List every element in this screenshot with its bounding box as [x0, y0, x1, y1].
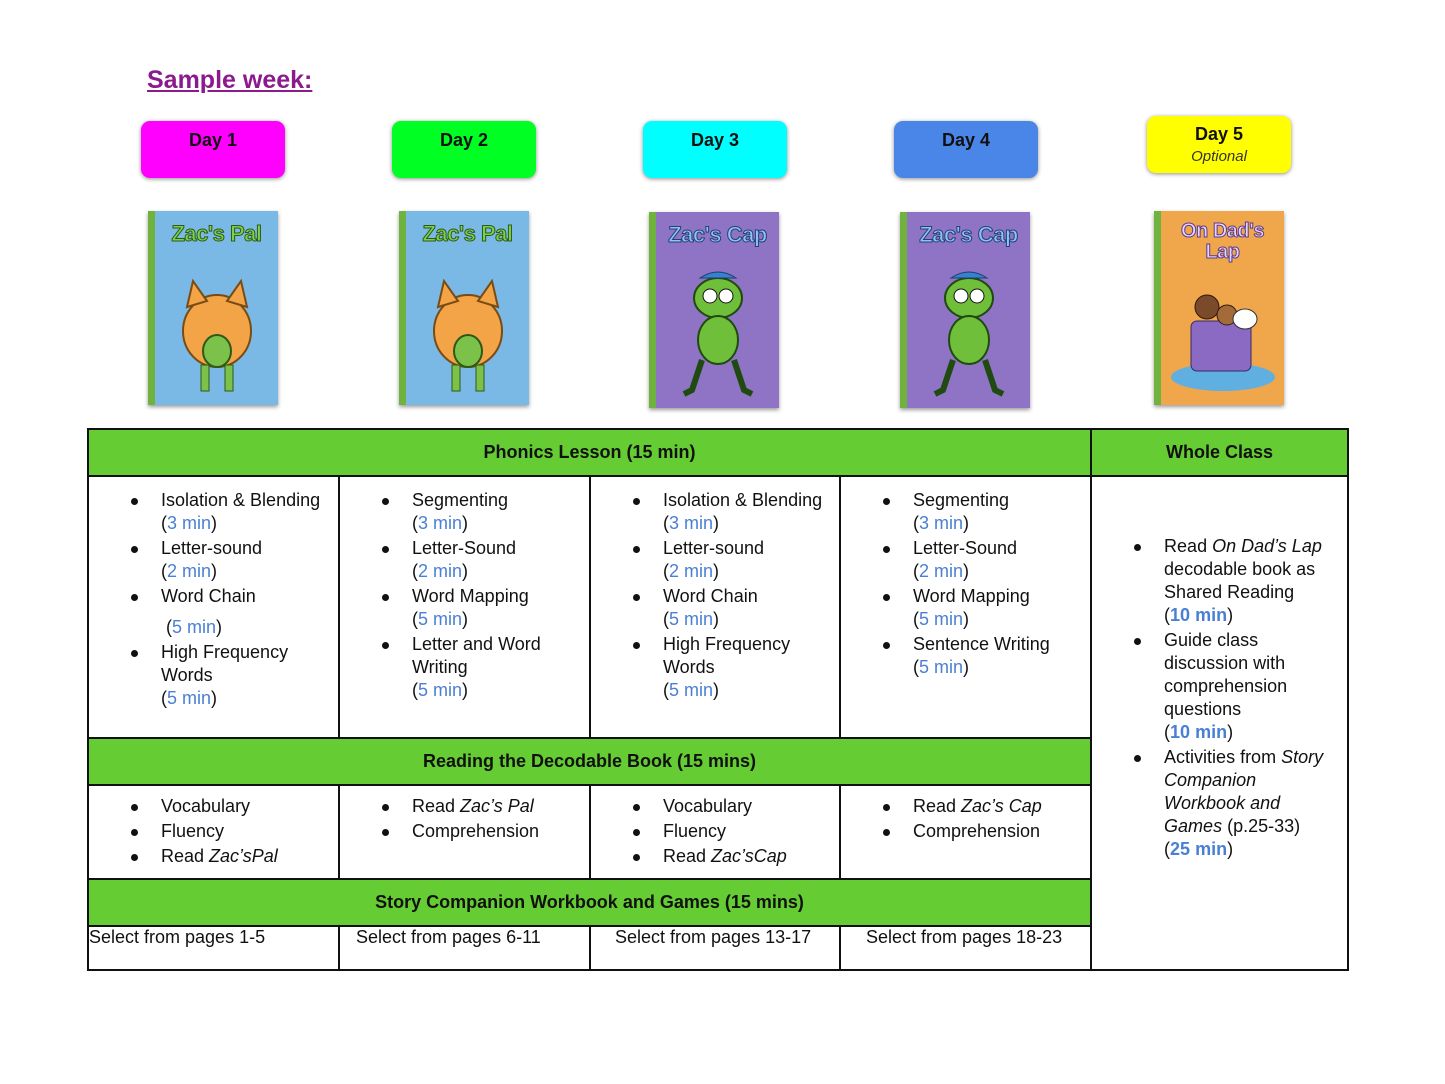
time-label: 2 min — [919, 561, 964, 581]
time-label: 5 min — [669, 680, 714, 700]
time-label: 5 min — [669, 609, 714, 629]
cat-illustration — [182, 278, 252, 392]
book-cover-zacs-pal-2: Zac's Pal — [399, 211, 529, 405]
time-label: 3 min — [167, 513, 212, 533]
list-item: High Frequency Words(5 min) — [633, 633, 829, 702]
list-item: Fluency — [633, 820, 829, 843]
weekly-plan-table: Phonics Lesson (15 min) Whole Class Isol… — [86, 428, 1350, 971]
time-label: 5 min — [919, 657, 964, 677]
reading-day-1-cell: Vocabulary Fluency Read Zac’sPal — [87, 784, 340, 880]
phonics-day-3-list: Isolation & Blending(3 min) Letter-sound… — [591, 477, 839, 712]
list-item: Word Chain(5 min) — [633, 585, 829, 631]
page-heading: Sample week: — [147, 66, 313, 94]
list-item: Vocabulary — [131, 795, 328, 818]
day-5-label: Day 5 — [1194, 124, 1244, 144]
time-label: 10 min — [1170, 722, 1228, 742]
phonics-day-4-list: Segmenting(3 min) Letter-Sound(2 min) Wo… — [841, 477, 1090, 689]
day-1-label: Day 1 — [188, 130, 238, 150]
frog-illustration — [682, 271, 754, 397]
workbook-day-2-cell: Select from pages 6-11 — [338, 925, 591, 971]
list-item: Isolation & Blending(3 min) — [131, 489, 328, 535]
time-label: 3 min — [418, 513, 463, 533]
day-4-label: Day 4 — [941, 130, 991, 150]
cat-illustration — [433, 278, 503, 392]
list-item: Sentence Writing(5 min) — [882, 633, 1080, 679]
list-item: Letter-sound(2 min) — [633, 537, 829, 583]
phonics-day-2-cell: Segmenting(3 min) Letter-Sound(2 min) Wo… — [338, 475, 591, 739]
list-item: Letter-Sound(2 min) — [382, 537, 579, 583]
list-item: Vocabulary — [633, 795, 829, 818]
list-item: Letter and Word Writing(5 min) — [382, 633, 579, 702]
list-item: Activities from Story Companion Workbook… — [1134, 746, 1337, 861]
list-item: Segmenting(3 min) — [382, 489, 579, 535]
book-cover-zacs-cap-1: Zac's Cap — [649, 212, 779, 408]
list-item: Word Chain (5 min) — [131, 585, 328, 639]
reading-day-2-cell: Read Zac’s Pal Comprehension — [338, 784, 591, 880]
whole-class-list: Read On Dad’s Lap decodable book as Shar… — [1092, 505, 1347, 871]
reading-header: Reading the Decodable Book (15 mins) — [86, 737, 1093, 786]
day-2-label: Day 2 — [439, 130, 489, 150]
whole-class-header: Whole Class — [1090, 428, 1350, 477]
time-label: 10 min — [1170, 605, 1228, 625]
book-title: Zac's Cap — [919, 222, 1019, 247]
phonics-day-1-cell: Isolation & Blending(3 min) Letter-sound… — [87, 475, 340, 739]
workbook-day-1-cell: Select from pages 1-5 — [87, 925, 340, 971]
list-item: Read On Dad’s Lap decodable book as Shar… — [1134, 535, 1337, 627]
time-label: 3 min — [919, 513, 964, 533]
time-label: 5 min — [418, 680, 463, 700]
list-item: Segmenting(3 min) — [882, 489, 1080, 535]
workbook-day-3-cell: Select from pages 13-17 — [589, 925, 841, 971]
list-item: Letter-sound(2 min) — [131, 537, 328, 583]
time-label: 5 min — [919, 609, 964, 629]
reading-day-3-cell: Vocabulary Fluency Read Zac’sCap — [589, 784, 841, 880]
time-label: 2 min — [418, 561, 463, 581]
list-item: Comprehension — [882, 820, 1080, 843]
list-item: Read Zac’s Cap — [882, 795, 1080, 818]
list-item: Word Mapping(5 min) — [882, 585, 1080, 631]
day-5-optional-note: Optional — [1191, 148, 1247, 165]
phonics-day-3-cell: Isolation & Blending(3 min) Letter-sound… — [589, 475, 841, 739]
phonics-day-1-list: Isolation & Blending(3 min) Letter-sound… — [89, 477, 338, 720]
book-title: On Dad's Lap — [1181, 220, 1266, 263]
time-label: 5 min — [172, 617, 217, 637]
book-cover-zacs-cap-2: Zac's Cap — [900, 212, 1030, 408]
list-item: High Frequency Words(5 min) — [131, 641, 328, 710]
time-label: 2 min — [167, 561, 212, 581]
book-cover-on-dads-lap: On Dad's Lap — [1154, 211, 1284, 405]
phonics-day-2-list: Segmenting(3 min) Letter-Sound(2 min) Wo… — [340, 477, 589, 712]
time-label: 5 min — [418, 609, 463, 629]
time-label: 3 min — [669, 513, 714, 533]
list-item: Isolation & Blending(3 min) — [633, 489, 829, 535]
list-item: Comprehension — [382, 820, 579, 843]
day-2-badge: Day 2 — [392, 121, 536, 178]
workbook-header: Story Companion Workbook and Games (15 m… — [86, 878, 1093, 927]
phonics-day-4-cell: Segmenting(3 min) Letter-Sound(2 min) Wo… — [838, 475, 1093, 739]
frog-illustration — [933, 271, 1005, 397]
reading-day-4-cell: Read Zac’s Cap Comprehension — [838, 784, 1093, 880]
book-title: Zac's Pal — [171, 221, 263, 246]
list-item: Word Mapping(5 min) — [382, 585, 579, 631]
book-title: Zac's Pal — [422, 221, 514, 246]
time-label: 5 min — [167, 688, 212, 708]
list-item: Read Zac’sCap — [633, 845, 829, 868]
book-title: Zac's Cap — [668, 222, 768, 247]
family-illustration — [1171, 294, 1275, 391]
whole-class-cell: Read On Dad’s Lap decodable book as Shar… — [1090, 475, 1350, 971]
list-item: Guide class discussion with comprehensio… — [1134, 629, 1337, 744]
day-1-badge: Day 1 — [141, 121, 285, 178]
list-item: Fluency — [131, 820, 328, 843]
time-label: 2 min — [669, 561, 714, 581]
book-cover-zacs-pal-1: Zac's Pal — [148, 211, 278, 405]
phonics-lesson-header: Phonics Lesson (15 min) — [86, 428, 1093, 477]
workbook-day-4-cell: Select from pages 18-23 — [838, 925, 1093, 971]
day-3-badge: Day 3 — [643, 121, 787, 178]
list-item: Letter-Sound(2 min) — [882, 537, 1080, 583]
day-4-badge: Day 4 — [894, 121, 1038, 178]
day-5-badge: Day 5 Optional — [1147, 116, 1291, 173]
day-3-label: Day 3 — [690, 130, 740, 150]
list-item: Read Zac’sPal — [131, 845, 328, 868]
list-item: Read Zac’s Pal — [382, 795, 579, 818]
time-label: 25 min — [1170, 839, 1228, 859]
